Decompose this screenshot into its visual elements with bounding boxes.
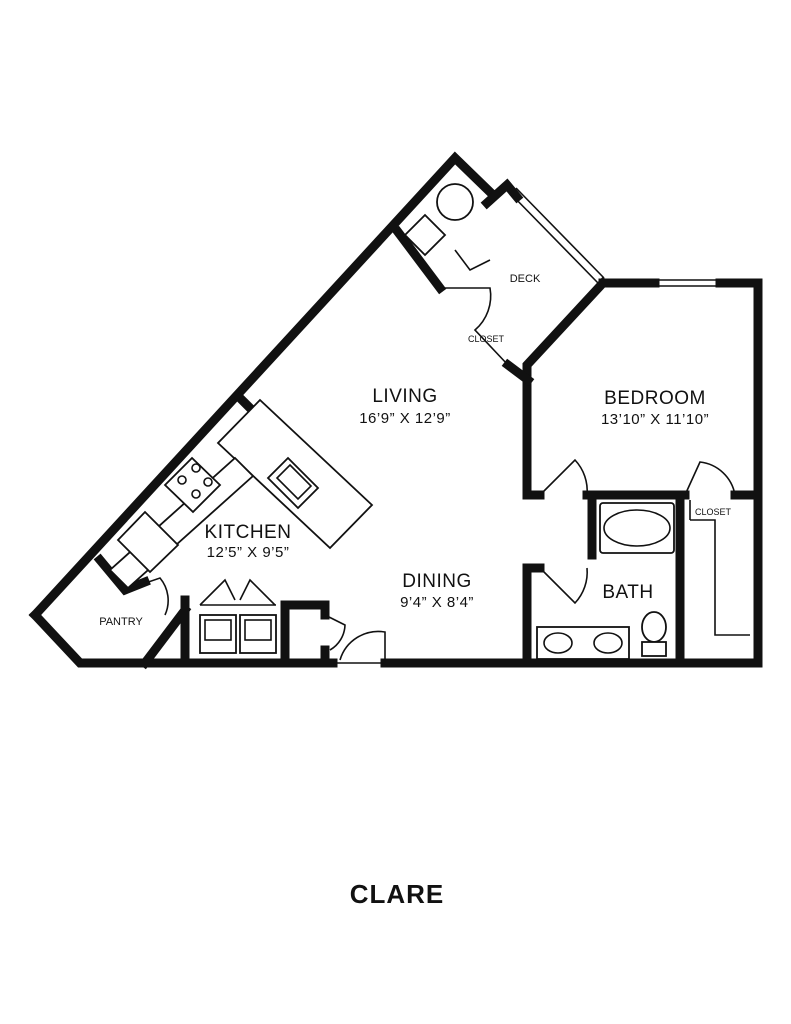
closet-shelf	[690, 519, 750, 636]
vanity	[536, 626, 630, 660]
doors	[124, 249, 736, 664]
living-dims: 16’9” X 12’9”	[359, 410, 451, 427]
exterior-wall-diagonal	[28, 151, 497, 622]
kitchen-label: KITCHEN	[205, 522, 292, 543]
deck-label: DECK	[510, 273, 541, 285]
pantry-label: PANTRY	[99, 616, 143, 628]
exterior-wall-southwest	[28, 608, 338, 668]
closet-wall	[391, 225, 447, 295]
entry-door	[333, 630, 386, 664]
bedroom-dims: 13’10” X 11’10”	[601, 411, 709, 428]
utility-door	[324, 614, 346, 651]
bath-label: BATH	[602, 582, 653, 603]
living-label: LIVING	[372, 386, 437, 407]
utility-closet-wall	[280, 600, 330, 668]
bedroom-door	[539, 458, 588, 496]
cooktop	[163, 456, 222, 514]
refrigerator	[116, 510, 180, 574]
closet-fixtures	[689, 500, 750, 636]
exterior-wall-east	[715, 278, 763, 668]
deck-wall	[522, 276, 610, 500]
bedroom-closet-label: CLOSET	[695, 507, 732, 517]
closet-wall-stub	[501, 358, 535, 387]
deck-upper-wall	[480, 178, 524, 210]
windows	[509, 187, 720, 287]
dryer	[239, 614, 277, 654]
deck-closet-door	[454, 249, 491, 272]
deck-fixtures	[403, 183, 474, 257]
kitchen-fixtures	[108, 398, 374, 654]
washer	[199, 614, 237, 654]
bedroom-closet-door	[684, 461, 736, 496]
bedroom-label: BEDROOM	[604, 388, 706, 409]
kitchen-wall-stub	[233, 391, 259, 417]
entry-closet-label: CLOSET	[468, 334, 505, 344]
pantry-door	[124, 577, 169, 616]
island-sink	[266, 456, 320, 510]
plan-name: CLARE	[350, 879, 445, 909]
bath-door	[539, 567, 588, 605]
bathtub	[599, 502, 675, 554]
water-heater	[436, 183, 474, 221]
kitchen-dims: 12’5” X 9’5”	[207, 544, 290, 561]
toilet-tank	[641, 641, 667, 657]
hvac-unit	[403, 213, 447, 257]
laundry-door	[199, 578, 276, 606]
labels: LIVING 16’9” X 12’9” BEDROOM 13’10” X 11…	[99, 273, 731, 909]
closet-door	[440, 287, 509, 366]
dining-label: DINING	[402, 571, 472, 592]
toilet	[641, 611, 667, 643]
dining-dims: 9’4” X 8’4”	[400, 594, 474, 611]
bath-fixtures	[536, 502, 675, 660]
pantry-east-wall	[138, 603, 192, 670]
